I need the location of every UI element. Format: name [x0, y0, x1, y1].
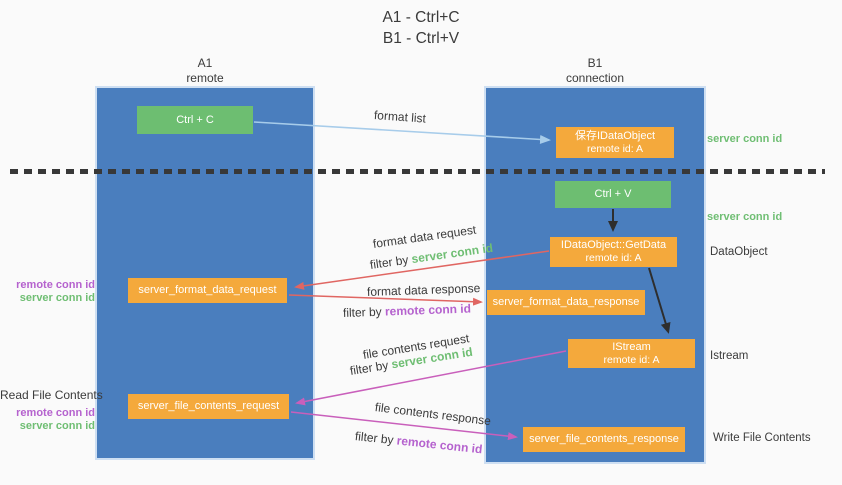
node-getdata-line2: remote id: A: [585, 252, 642, 264]
node-server-format-data-request-label: server_format_data_request: [138, 284, 277, 296]
label-filter-by-remote-conn-id-1: filter by remote conn id: [343, 302, 471, 320]
label-format-list: format list: [373, 108, 427, 126]
node-server-format-data-request: server_format_data_request: [128, 278, 287, 303]
label-filter-by-text: filter by: [369, 252, 413, 272]
label-server-conn-id-left-1: server conn id: [19, 292, 95, 304]
node-idataobject-getdata: IDataObject::GetData remote id: A: [550, 237, 677, 267]
label-dataobject: DataObject: [710, 246, 768, 258]
label-filter-by-text: filter by: [348, 357, 393, 378]
dotted-separator-line: [10, 169, 825, 174]
label-filter-by-text: filter by: [342, 304, 386, 320]
node-server-format-data-response-label: server_format_data_response: [492, 296, 640, 308]
node-ctrl-c-label: Ctrl + C: [176, 113, 214, 126]
node-istream: IStream remote id: A: [568, 339, 695, 368]
label-remote-conn-id-accent: remote conn id: [396, 433, 484, 457]
node-save-dataobject-line2: remote id: A: [586, 142, 644, 155]
label-file-contents-response: file contents response: [374, 400, 492, 429]
lane-a1-role: remote: [186, 71, 224, 85]
label-remote-conn-id-left-2: remote conn id: [16, 407, 95, 419]
label-format-data-response: format data response: [366, 281, 481, 299]
label-filter-by-remote-conn-id-2: filter by remote conn id: [354, 429, 483, 456]
node-server-file-contents-response: server_file_contents_response: [523, 427, 685, 452]
label-server-conn-id-right-top: server conn id: [707, 133, 783, 145]
node-ctrl-v: Ctrl + V: [555, 181, 671, 208]
node-server-file-contents-response-label: server_file_contents_response: [529, 433, 679, 445]
node-ctrl-v-label: Ctrl + V: [594, 188, 632, 200]
title-line-a1: A1 - Ctrl+C: [382, 9, 460, 26]
node-istream-line1: IStream: [612, 340, 651, 353]
label-filter-by-text: filter by: [354, 429, 398, 448]
label-read-file-contents: Read File Contents: [0, 388, 103, 402]
lane-header-b1: B1 connection: [486, 56, 704, 86]
label-write-file-contents: Write File Contents: [713, 432, 811, 444]
node-getdata-line1: IDataObject::GetData: [560, 239, 667, 251]
diagram-title: A1 - Ctrl+C B1 - Ctrl+V: [0, 7, 842, 49]
label-server-conn-id-accent: server conn id: [410, 240, 494, 267]
label-remote-conn-id-accent: remote conn id: [384, 301, 472, 319]
lane-b1-role: connection: [565, 71, 625, 85]
node-istream-line2: remote id: A: [603, 353, 660, 366]
node-save-dataobject-line1: 保存IDataObject: [574, 129, 656, 142]
node-server-file-contents-request: server_file_contents_request: [128, 394, 289, 419]
node-ctrl-c: Ctrl + C: [137, 106, 253, 134]
lane-header-a1: A1 remote: [97, 56, 313, 86]
node-server-format-data-response: server_format_data_response: [487, 290, 645, 315]
node-save-dataobject: 保存IDataObject remote id: A: [556, 127, 674, 158]
node-server-file-contents-request-label: server_file_contents_request: [137, 400, 280, 412]
label-remote-conn-id-left-1: remote conn id: [16, 279, 95, 291]
lane-a1-name: A1: [197, 56, 213, 70]
label-istream: Istream: [710, 350, 749, 362]
label-server-conn-id-left-2: server conn id: [19, 420, 95, 432]
label-server-conn-id-right-mid: server conn id: [707, 211, 783, 223]
title-line-b1: B1 - Ctrl+V: [382, 30, 460, 47]
lane-b1-name: B1: [587, 56, 603, 70]
